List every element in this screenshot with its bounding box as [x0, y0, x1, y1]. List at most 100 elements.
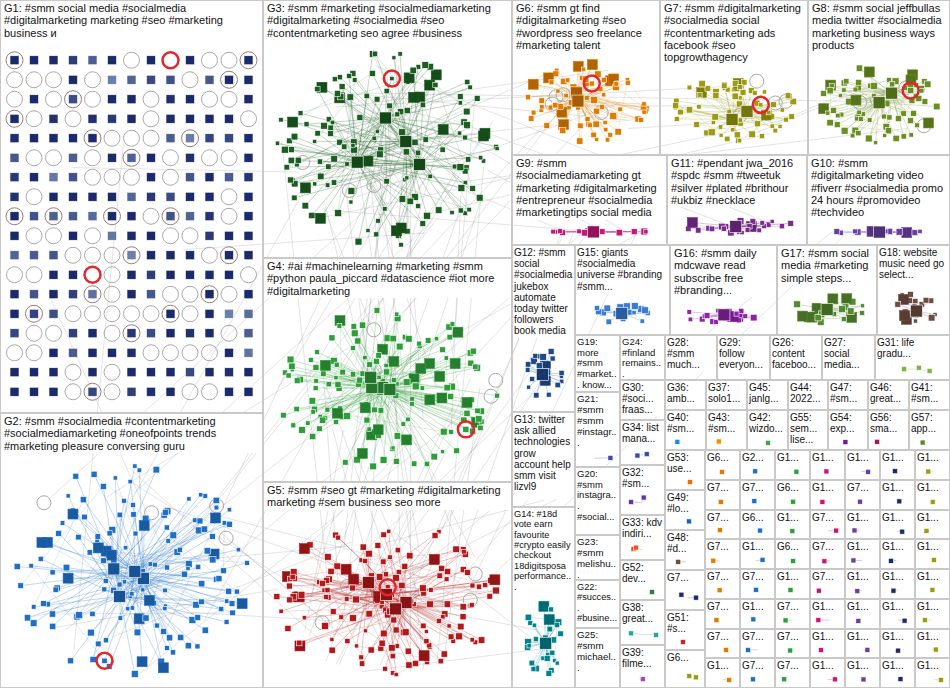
- vertex: [205, 192, 214, 201]
- network-edge: [312, 162, 357, 215]
- vertex: [440, 347, 446, 353]
- network-edge: [62, 523, 134, 571]
- vertex: [321, 122, 328, 129]
- vertex: [108, 75, 117, 84]
- vertex: [166, 95, 175, 104]
- network-edge: [293, 73, 373, 122]
- vertex: [10, 212, 19, 221]
- network-edge: [143, 578, 197, 617]
- network-edge: [385, 118, 496, 147]
- vertex: [409, 92, 419, 102]
- vertex: [101, 558, 107, 564]
- vertex: [10, 173, 19, 182]
- network-edge: [824, 93, 892, 109]
- vertex: [227, 507, 231, 511]
- vertex: [127, 95, 136, 104]
- isolate-ring: [26, 325, 42, 341]
- network-edge: [453, 100, 475, 351]
- network-edge: [385, 87, 470, 118]
- vertex: [88, 290, 97, 299]
- vertex: [349, 200, 353, 204]
- vertex: [166, 134, 175, 143]
- vertex: [192, 518, 197, 523]
- vertex: [100, 483, 106, 489]
- vertex: [284, 164, 290, 170]
- vertex: [49, 134, 58, 143]
- vertex: [144, 595, 154, 605]
- vertex: [209, 556, 215, 562]
- network-edge: [295, 137, 358, 163]
- vertex: [166, 212, 175, 221]
- vertex: [404, 73, 414, 83]
- isolate-ring: [296, 155, 310, 169]
- vertex: [347, 94, 354, 101]
- network-edge: [71, 596, 120, 660]
- vertex: [375, 129, 379, 133]
- isolate-ring: [202, 150, 218, 166]
- isolate-ring: [221, 150, 237, 166]
- vertex: [313, 386, 318, 391]
- vertex: [344, 413, 351, 420]
- vertex: [166, 270, 175, 279]
- network-edge: [833, 93, 891, 110]
- network-edge: [78, 537, 119, 596]
- isolate-ring: [241, 111, 257, 127]
- vertex: [10, 329, 19, 338]
- vertex: [103, 638, 108, 643]
- vertex: [127, 290, 136, 299]
- vertex: [63, 564, 70, 571]
- isolate-ring: [85, 91, 101, 107]
- vertex: [133, 464, 137, 468]
- vertex: [181, 571, 187, 577]
- vertex: [113, 476, 117, 480]
- vertex: [29, 563, 34, 568]
- isolate-ring: [124, 130, 140, 146]
- isolate-ring: [221, 208, 237, 224]
- isolate-ring: [65, 384, 81, 400]
- vertex: [225, 134, 234, 143]
- vertex: [450, 210, 454, 214]
- vertex: [186, 95, 195, 104]
- network-edge: [376, 164, 419, 234]
- vertex: [69, 270, 78, 279]
- network-edge: [846, 81, 891, 93]
- vertex: [374, 96, 380, 102]
- network-edge: [413, 70, 460, 103]
- vertex: [91, 471, 97, 477]
- vertex: [37, 537, 47, 547]
- vertex: [30, 173, 39, 182]
- network-edge: [386, 594, 472, 639]
- vertex: [369, 70, 375, 76]
- vertex: [213, 497, 219, 503]
- isolate-ring: [182, 384, 198, 400]
- isolate-ring: [143, 91, 159, 107]
- vertex: [82, 514, 88, 520]
- vertex: [90, 611, 95, 616]
- vertex: [440, 428, 447, 435]
- isolate-ring: [123, 325, 140, 342]
- vertex: [69, 56, 78, 65]
- vertex: [337, 75, 342, 80]
- isolate-ring: [240, 52, 257, 69]
- vertices: [10, 51, 943, 683]
- vertex: [76, 534, 82, 540]
- vertex: [383, 207, 388, 212]
- isolate-ring: [221, 52, 237, 68]
- vertex: [438, 124, 448, 134]
- vertex: [127, 114, 136, 123]
- network-edge: [346, 569, 396, 674]
- network-edge: [393, 394, 474, 557]
- vertex: [147, 368, 156, 377]
- vertex: [479, 131, 489, 141]
- network-edge: [357, 78, 409, 162]
- vertex: [415, 150, 420, 155]
- network-edge: [742, 221, 772, 232]
- vertex: [49, 173, 58, 182]
- vertex: [468, 85, 473, 90]
- network-edge: [294, 164, 419, 197]
- vertex: [447, 334, 453, 340]
- vertex: [49, 192, 58, 201]
- vertex: [464, 410, 470, 416]
- vertex: [205, 270, 214, 279]
- vertex: [399, 242, 404, 247]
